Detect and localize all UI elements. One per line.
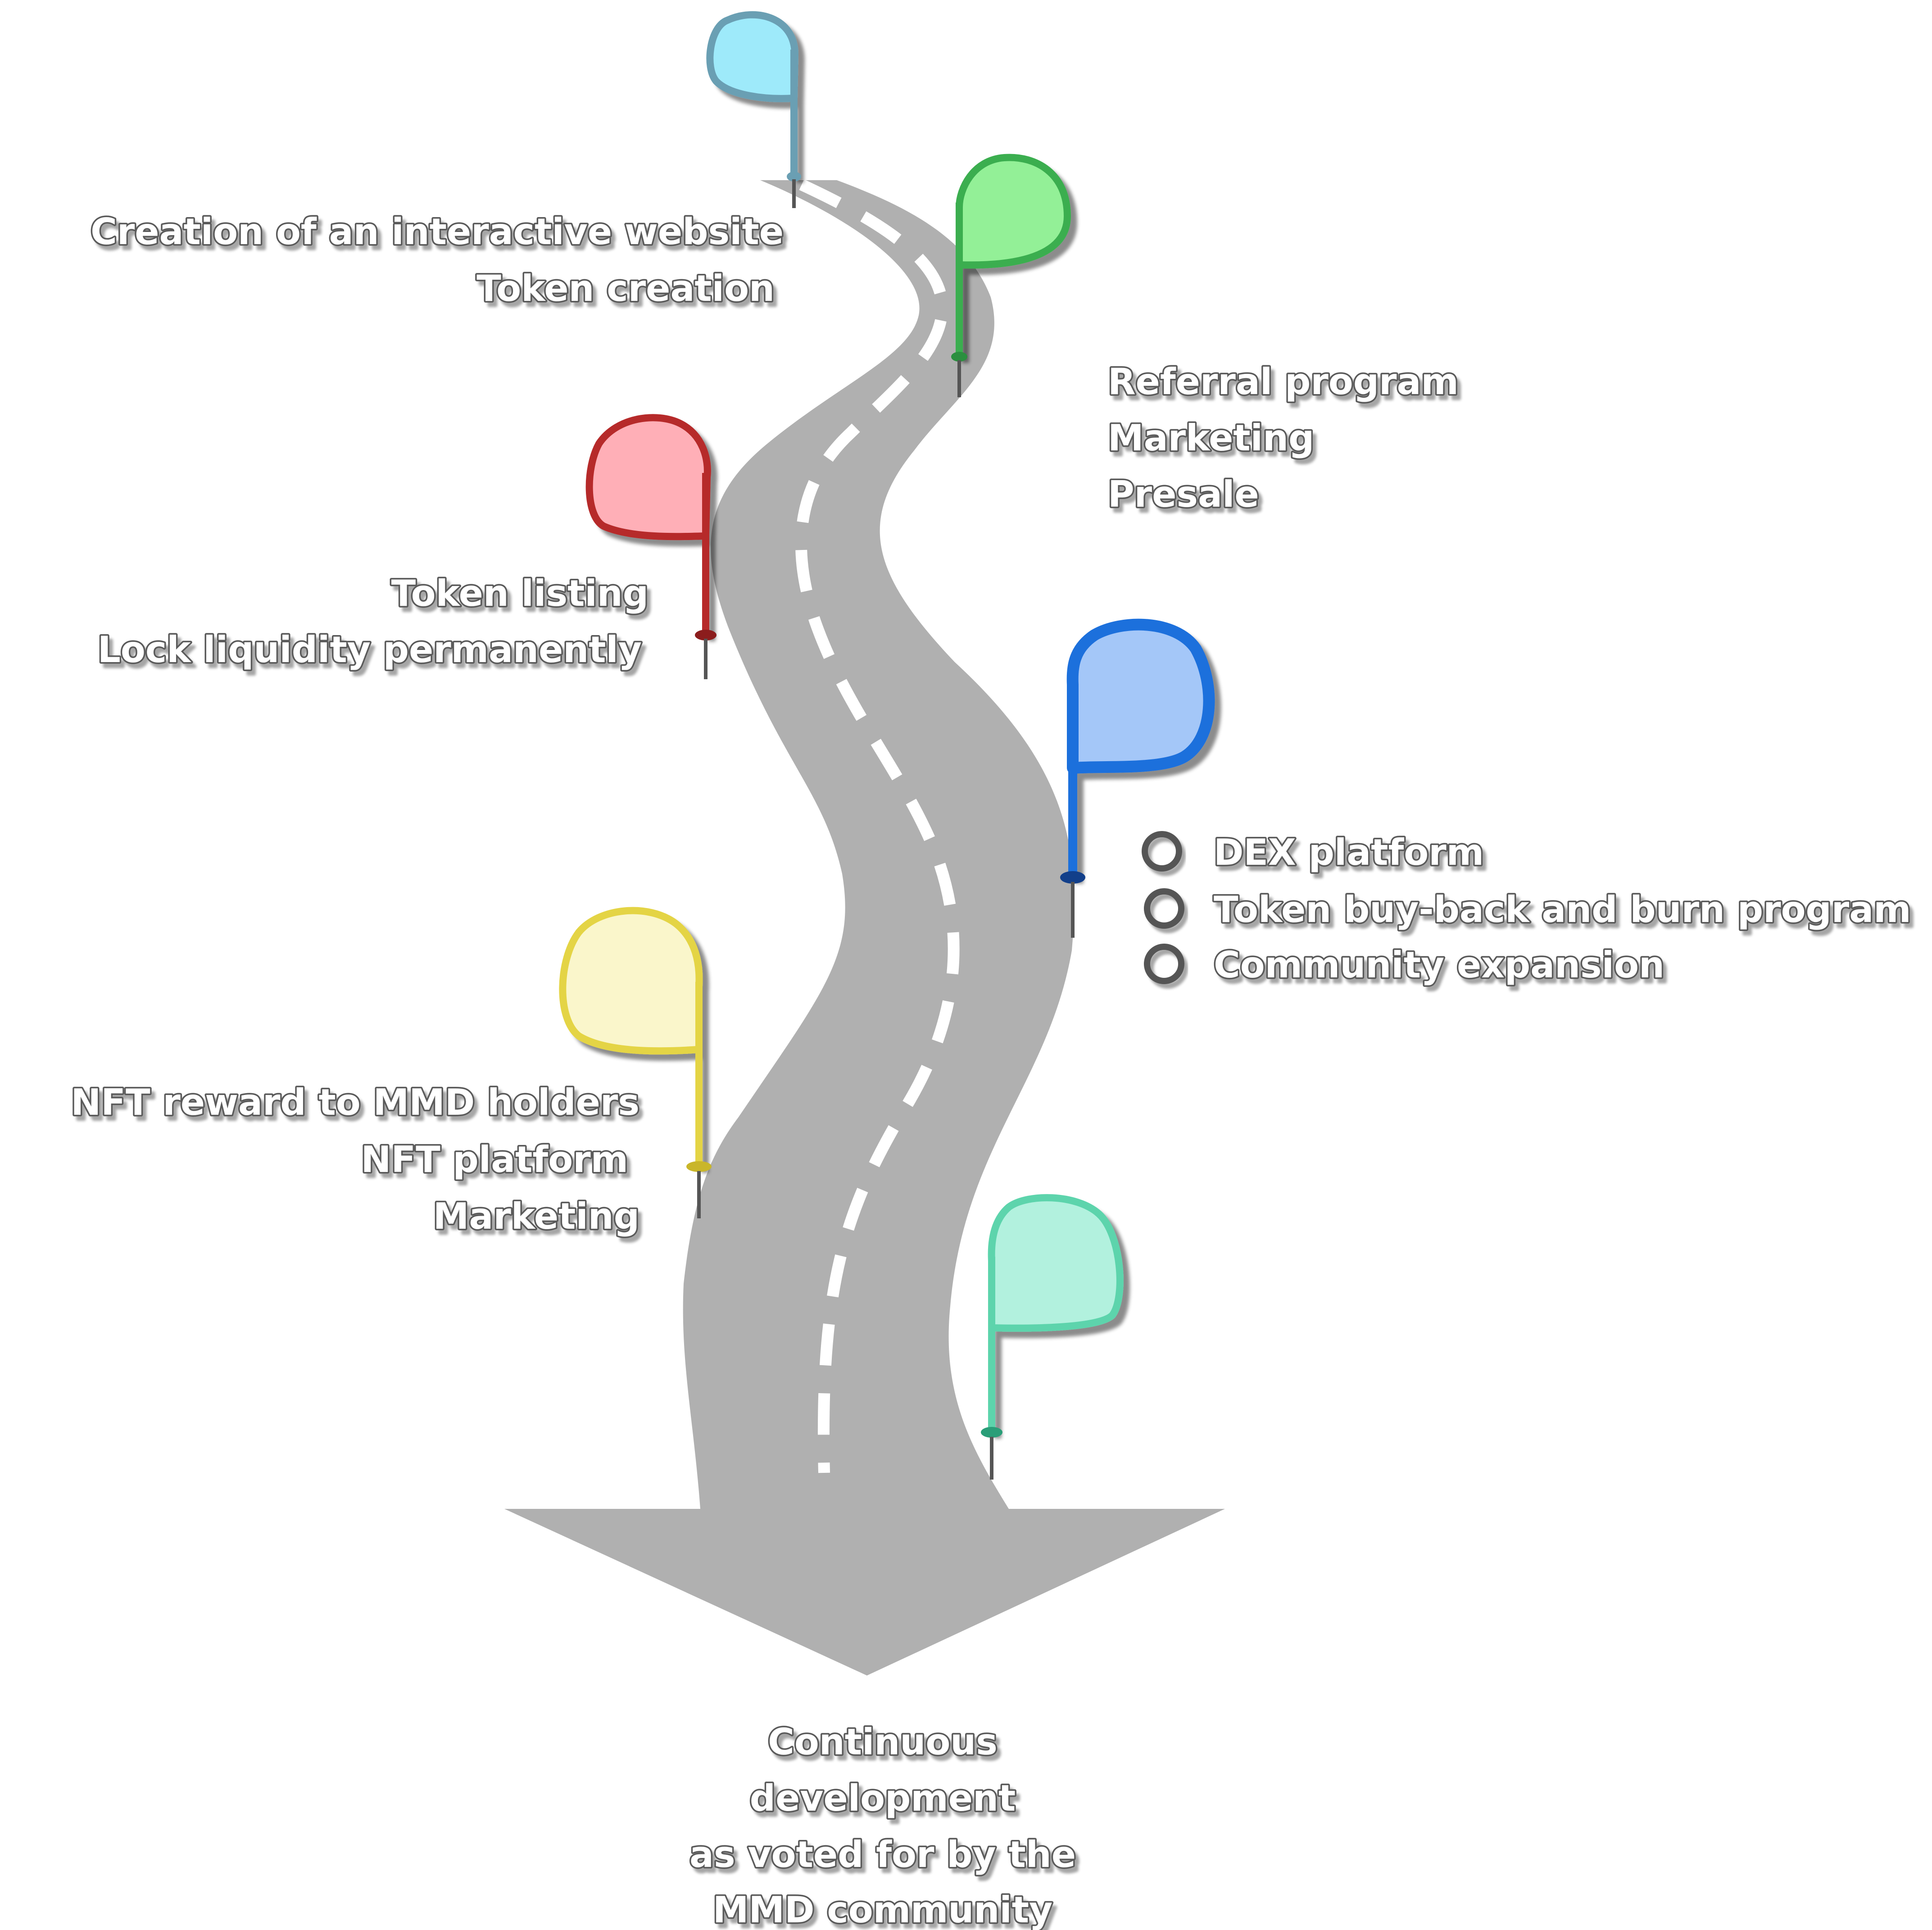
final-line-3: as voted for by the — [689, 1834, 1076, 1876]
milestone-1-item-2: Token creation — [476, 268, 775, 309]
milestone-4-item-1: DEX platform — [1214, 831, 1484, 873]
milestone-5-item-2: NFT platform — [361, 1139, 628, 1181]
bullet-circle-2 — [1144, 888, 1184, 929]
milestone-4-item-3: Community expansion — [1214, 944, 1664, 986]
milestone-2-item-1: Referral program — [1108, 361, 1459, 403]
milestone-2-item-2: Marketing — [1108, 417, 1314, 459]
milestone-3-item-2: Lock liquidity permanently — [98, 629, 642, 671]
final-line-4: MMD community — [713, 1889, 1052, 1930]
road — [504, 180, 1225, 1676]
milestone-4-item-2: Token buy-back and burn program — [1214, 889, 1911, 931]
flag-pin-3 — [695, 630, 717, 640]
milestone-2-item-3: Presale — [1108, 473, 1259, 515]
flag-pin-4 — [1060, 871, 1085, 884]
milestone-flag-4 — [1066, 618, 1215, 877]
flag-pin-1 — [787, 172, 801, 182]
milestone-1-item-1: Creation of an interactive website — [91, 211, 784, 253]
flag-pin-5 — [686, 1161, 712, 1172]
milestone-flag-5 — [559, 907, 703, 1167]
final-line-1: Continuous — [768, 1721, 998, 1763]
flag-pin-2 — [951, 352, 967, 362]
bullet-circle-1 — [1142, 831, 1182, 872]
milestone-5-item-3: Marketing — [433, 1195, 639, 1237]
road-center-dashes — [795, 179, 960, 1473]
milestone-flag-2 — [956, 154, 1071, 357]
bullet-circle-3 — [1144, 944, 1184, 984]
final-line-2: development — [750, 1777, 1016, 1819]
milestone-3-item-1: Token listing — [391, 572, 649, 614]
milestone-flag-6 — [988, 1194, 1124, 1432]
milestone-flag-3 — [585, 414, 711, 635]
milestone-flag-1 — [706, 11, 798, 177]
milestone-5-item-1: NFT reward to MMD holders — [71, 1081, 639, 1123]
flag-pin-6 — [981, 1427, 1002, 1438]
